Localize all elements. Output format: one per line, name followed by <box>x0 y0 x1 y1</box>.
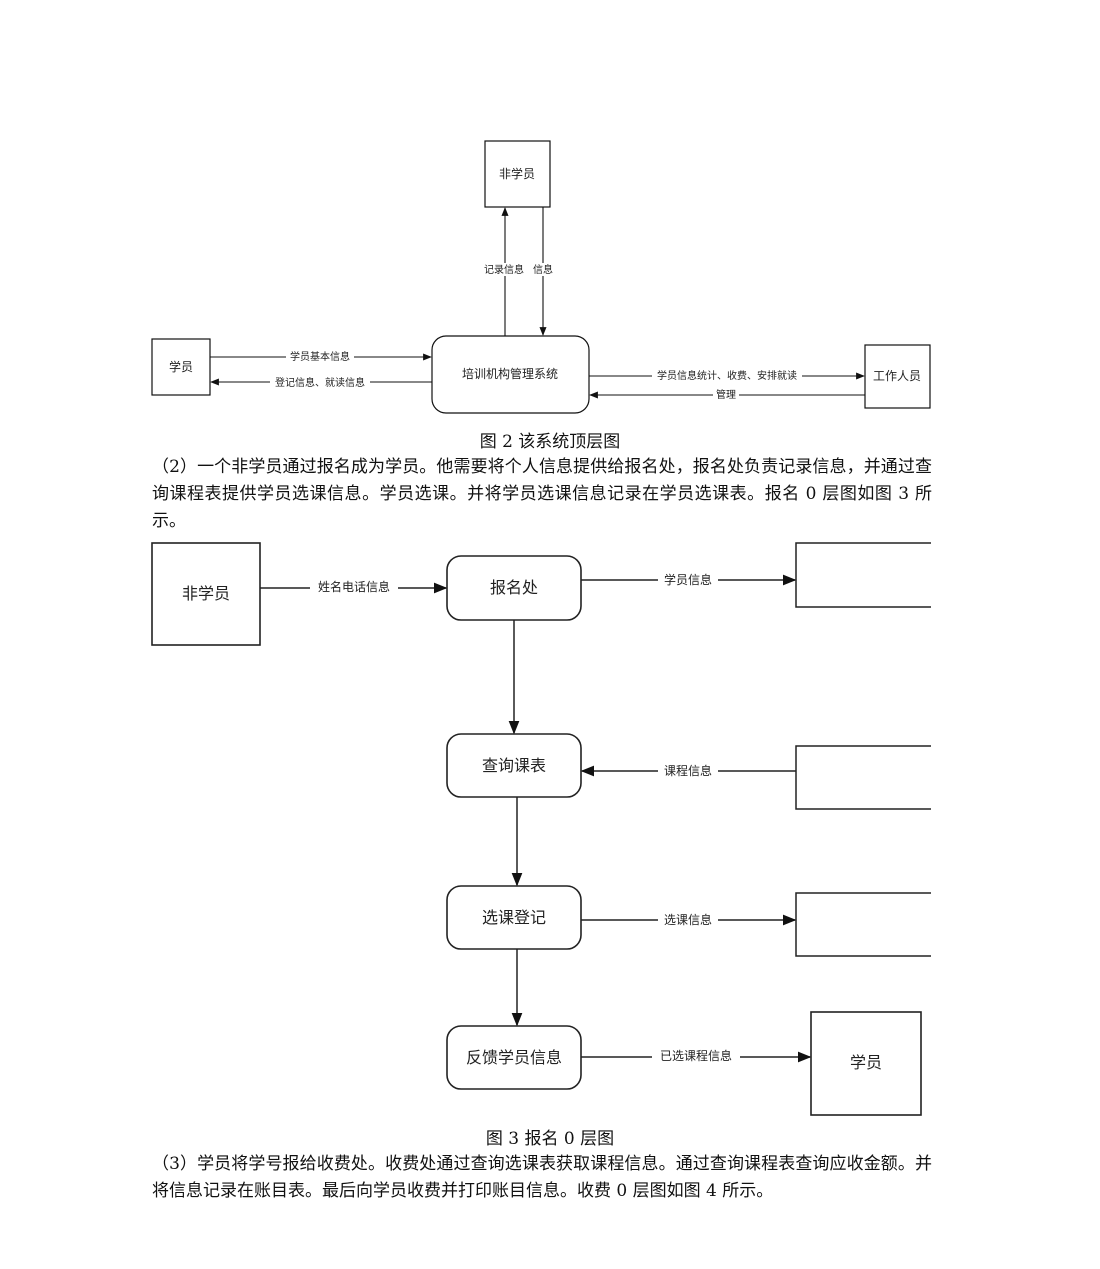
process-query-schedule-label: 查询课表 <box>482 756 546 775</box>
entity-non-student: 非学员 <box>484 140 551 208</box>
process-feedback-label: 反馈学员信息 <box>466 1048 562 1067</box>
entity-non-student-2-label: 非学员 <box>182 584 230 603</box>
flow-register-info-label: 登记信息、就读信息 <box>275 376 365 389</box>
flow-selection-info-label: 选课信息 <box>664 912 712 927</box>
figure-3-caption: 图 3 报名 0 层图 <box>485 1129 615 1149</box>
flow-student-info-label: 学员信息 <box>664 572 712 587</box>
flow-name-phone-label: 姓名电话信息 <box>318 579 390 594</box>
figure-3-registration-diagram: 非学员 报名处 查询课表 选课登记 反馈学员信息 学员 <box>151 542 931 1116</box>
entity-student: 学员 <box>151 338 211 396</box>
entity-student-label: 学员 <box>169 359 193 374</box>
entity-non-student-2: 非学员 <box>151 542 261 646</box>
data-store-student-info <box>795 542 931 608</box>
flow-selected-course-info-label: 已选课程信息 <box>660 1048 732 1063</box>
entity-non-student-label: 非学员 <box>499 166 535 181</box>
entity-student-2: 学员 <box>810 1011 922 1116</box>
paragraph-2: （2）一个非学员通过报名成为学员。他需要将个人信息提供给报名处，报名处负责记录信… <box>152 457 932 531</box>
flow-course-info-label: 课程信息 <box>664 763 712 778</box>
flow-info-label: 信息 <box>533 263 553 276</box>
entity-student-2-label: 学员 <box>850 1053 882 1072</box>
data-store-course-schedule <box>795 745 931 810</box>
process-training-system-label: 培训机构管理系统 <box>462 366 558 381</box>
process-course-register: 选课登记 <box>446 885 582 950</box>
entity-staff: 工作人员 <box>864 344 931 409</box>
flow-manage-label: 管理 <box>716 388 736 401</box>
flow-staff-stats-label: 学员信息统计、收费、安排就读 <box>657 369 797 382</box>
flow-record-info-label: 记录信息 <box>484 263 524 276</box>
process-registration: 报名处 <box>446 555 582 621</box>
data-store-course-selection <box>795 892 931 957</box>
flow-student-basic-info-label: 学员基本信息 <box>290 350 350 363</box>
figure-2-caption: 图 2 该系统顶层图 <box>479 432 621 452</box>
paragraph-3: （3）学员将学号报给收费处。收费处通过查询选课表获取课程信息。通过查询课程表查询… <box>152 1154 932 1201</box>
process-training-system: 培训机构管理系统 <box>431 335 590 414</box>
process-feedback: 反馈学员信息 <box>446 1025 582 1090</box>
process-query-schedule: 查询课表 <box>446 733 582 798</box>
process-course-register-label: 选课登记 <box>482 908 546 927</box>
entity-staff-label: 工作人员 <box>873 369 921 383</box>
process-registration-label: 报名处 <box>490 578 538 597</box>
figure-2-context-diagram: 非学员 学员 培训机构管理系统 工作人员 记录信息 信息 学员基本信息 登记信息… <box>151 140 931 414</box>
